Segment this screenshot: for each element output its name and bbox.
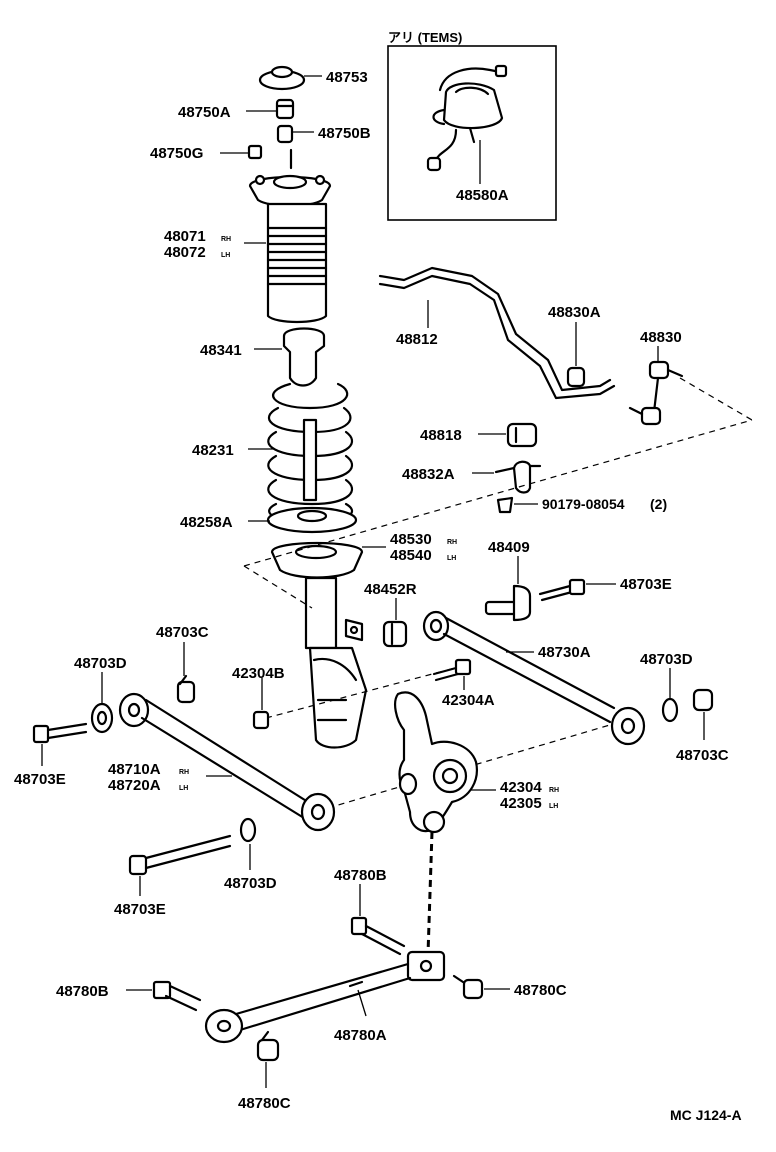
rear-lateral-link-drawing (422, 610, 646, 746)
bolt-42304A-drawing (432, 658, 472, 682)
label-48780B-left: 48780B (56, 983, 109, 1000)
side-mark-lh-42305: LH (549, 803, 558, 810)
diagram-code: MC J124-A (670, 1107, 742, 1123)
shock-absorber-drawing (304, 576, 368, 749)
cam-bolt-drawing (538, 578, 586, 602)
label-48703C-right: 48703C (676, 747, 729, 764)
stabilizer-bar-drawing (378, 266, 616, 400)
label-48703E-bottom: 48703E (114, 901, 166, 918)
label-48780B-top: 48780B (334, 867, 387, 884)
label-48703E-left: 48703E (14, 771, 66, 788)
bump-boot-drawing (266, 202, 328, 324)
trailing-arm-drawing (204, 950, 446, 1044)
bump-stopper-drawing (282, 327, 326, 387)
upper-bushing-b-drawing (276, 124, 294, 144)
label-42304: 42304 (500, 779, 542, 796)
label-48703D-bottom: 48703D (224, 875, 277, 892)
stabilizer-bushing-a-drawing (566, 366, 586, 388)
label-48780C-right: 48780C (514, 982, 567, 999)
tems-option-box: アリ (TEMS) 48580A (387, 30, 557, 221)
label-48409: 48409 (488, 539, 530, 556)
nut-c-left-drawing (176, 674, 196, 704)
label-90179-qty: (2) (650, 496, 667, 512)
side-mark-rh-42304: RH (549, 787, 559, 794)
label-48231: 48231 (192, 442, 234, 459)
upper-nut-a-drawing (275, 98, 295, 120)
label-48750A: 48750A (178, 104, 231, 121)
label-48703D-left: 48703D (74, 655, 127, 672)
toe-adjust-cam-drawing (484, 584, 532, 622)
label-90179-08054: 90179-08054 (542, 496, 625, 512)
nut-c-right-drawing (692, 688, 714, 712)
bushing-bracket-drawing (494, 460, 542, 494)
washer-d-left-drawing (90, 702, 114, 734)
label-48730A: 48730A (538, 644, 591, 661)
label-48780C-bottom: 48780C (238, 1095, 291, 1112)
spring-seat-lower-drawing (270, 541, 364, 579)
label-48812: 48812 (396, 331, 438, 348)
label-42305: 42305 (500, 795, 542, 812)
side-mark-lh-48540: LH (447, 555, 456, 562)
spring-seat-upper-drawing (266, 506, 358, 534)
label-48580A: 48580A (456, 187, 509, 204)
label-42304A: 42304A (442, 692, 495, 709)
side-mark-lh-48072: LH (221, 252, 230, 259)
label-48830: 48830 (640, 329, 682, 346)
side-mark-rh-48530: RH (447, 539, 457, 546)
washer-d-right-drawing (661, 697, 679, 723)
rear-axle-carrier-drawing (394, 691, 478, 834)
label-48072: 48072 (164, 244, 206, 261)
front-lateral-arm-drawing (118, 692, 336, 832)
bolt-e-bottom-drawing (128, 834, 232, 876)
side-mark-rh-48710A: RH (179, 769, 189, 776)
label-48720A: 48720A (108, 777, 161, 794)
label-48830A: 48830A (548, 304, 601, 321)
dust-cap-drawing (258, 65, 306, 91)
nut-c-trailing-right-drawing (452, 974, 484, 1000)
coil-spring-drawing (267, 382, 353, 524)
nut-c-trailing-bottom-drawing (256, 1030, 280, 1062)
label-48258A: 48258A (180, 514, 233, 531)
bolt-b-top-drawing (350, 916, 406, 956)
bracket-nut-drawing (496, 496, 514, 514)
label-48818: 48818 (420, 427, 462, 444)
label-48341: 48341 (200, 342, 242, 359)
label-48703C-left: 48703C (156, 624, 209, 641)
label-48750G: 48750G (150, 145, 203, 162)
label-48703E-right: 48703E (620, 576, 672, 593)
label-48071: 48071 (164, 228, 206, 245)
label-48530: 48530 (390, 531, 432, 548)
side-mark-rh-48071: RH (221, 236, 231, 243)
bolt-e-left-drawing (32, 722, 88, 744)
label-48832A: 48832A (402, 466, 455, 483)
label-48750B: 48750B (318, 125, 371, 142)
washer-d-bottom-drawing (239, 817, 257, 843)
label-42304B: 42304B (232, 665, 285, 682)
label-48753: 48753 (326, 69, 368, 86)
label-48710A: 48710A (108, 761, 161, 778)
stabilizer-link-drawing (628, 360, 684, 426)
strut-mount-drawing (248, 148, 332, 208)
tems-box-title: アリ (TEMS) (388, 30, 462, 45)
stabilizer-bushing-drawing (506, 422, 538, 448)
tems-actuator-drawing (426, 64, 508, 172)
label-48452R: 48452R (364, 581, 417, 598)
label-48703D-right: 48703D (640, 651, 693, 668)
side-mark-lh-48720A: LH (179, 785, 188, 792)
bolt-b-left-drawing (152, 980, 202, 1012)
bracket-bushing-drawing (382, 620, 408, 648)
label-48780A: 48780A (334, 1027, 387, 1044)
label-48540: 48540 (390, 547, 432, 564)
nut-g-drawing (247, 144, 263, 160)
nut-42304B-drawing (252, 710, 270, 730)
